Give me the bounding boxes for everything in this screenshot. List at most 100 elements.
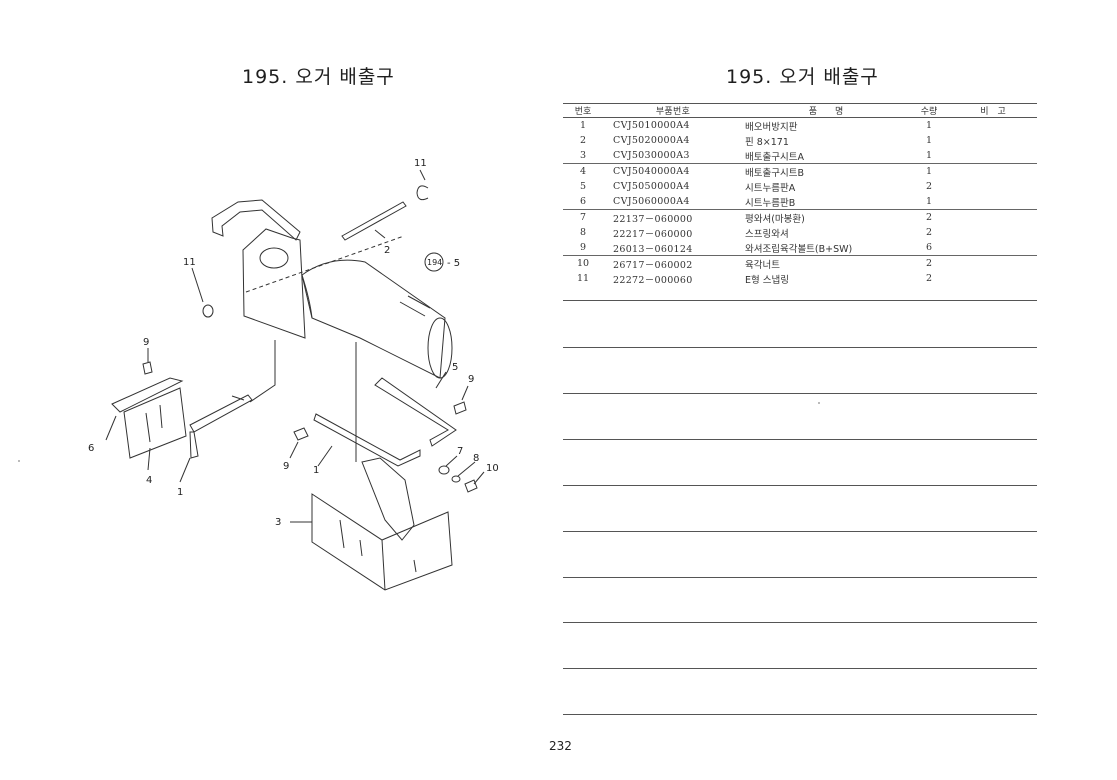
callout-label: 7: [457, 446, 463, 457]
blank-rule: [563, 622, 1037, 623]
cell-name: 육각너트: [745, 259, 780, 271]
cell-no: 3: [563, 148, 603, 164]
page-title-right: 195. 오거 배출구: [726, 66, 879, 88]
cell-no: 1: [579, 120, 587, 131]
cell-name: 핀 8×171: [745, 136, 789, 148]
cell-qty: 1: [909, 194, 949, 210]
cell-name: 배토출구시트A: [743, 148, 909, 164]
cell-no: 10: [576, 258, 590, 269]
callout-label: 10: [486, 463, 499, 474]
cell-qty: 2: [925, 181, 933, 192]
callout-label: 9: [283, 461, 289, 472]
callout-label: 3: [275, 517, 281, 528]
table-row: 8 22217－060000 스프링와셔 2: [563, 225, 1037, 240]
blank-rule: [563, 300, 1037, 301]
blank-rule: [563, 485, 1037, 486]
callout-label: 11: [183, 257, 196, 268]
cell-qty: 1: [925, 135, 933, 146]
plate-1-center: [313, 413, 421, 467]
callout-label: 9: [468, 374, 474, 385]
page-number: 232: [549, 739, 572, 753]
back-plate: [242, 228, 306, 339]
header-name: 품 명: [743, 103, 909, 118]
sheet-4: [361, 457, 415, 541]
cell-name: E형 스냅링: [745, 274, 789, 286]
blank-rule: [563, 347, 1037, 348]
cell-no: 11: [576, 273, 590, 284]
blank-rule: [563, 531, 1037, 532]
chute-body: [301, 259, 446, 379]
cell-part-no: CVJ5010000A4: [613, 120, 690, 131]
sheet-b: [123, 387, 187, 459]
callout-label: 5: [452, 362, 458, 373]
header-qty: 수량: [909, 103, 949, 118]
callout-label: 2: [384, 245, 390, 256]
cell-no: 6: [563, 194, 603, 210]
callout-label: 6: [88, 443, 94, 454]
cell-remark: [949, 164, 1037, 180]
cell-qty: 1: [909, 148, 949, 164]
callout-label: 1: [313, 465, 319, 476]
cell-qty: 2: [925, 258, 933, 269]
cell-no: 8: [579, 227, 587, 238]
blank-rule: [563, 668, 1037, 669]
cell-name: 배오버방지판: [745, 121, 798, 133]
blank-rule: [563, 577, 1037, 578]
table-row: 5 CVJ5050000A4 시트누름판A 2: [563, 179, 1037, 194]
blank-rule: [563, 439, 1037, 440]
cell-part-no: CVJ5030000A3: [603, 148, 743, 164]
cell-remark: [949, 240, 1037, 256]
scan-speck: [818, 402, 820, 404]
cell-remark: [949, 194, 1037, 210]
callout-label: - 5: [447, 258, 460, 269]
scan-speck: [18, 460, 20, 462]
callout-label: 194: [427, 258, 442, 267]
header-remark: 비 고: [949, 103, 1037, 118]
cell-no: 9: [563, 240, 603, 256]
blank-rule: [563, 393, 1037, 394]
cell-name: 와셔조립육각볼트(B+SW): [743, 240, 909, 256]
cell-remark: [949, 271, 1037, 286]
cell-qty: 2: [925, 212, 933, 223]
cell-remark: [949, 133, 1037, 148]
cell-name: 평와셔(마봉환): [745, 213, 805, 225]
cell-name: 시트누름판A: [745, 182, 796, 194]
washer: [202, 304, 214, 318]
callout-label: 9: [143, 337, 149, 348]
cell-remark: [949, 256, 1037, 272]
plate-5: [374, 377, 457, 447]
table-row: 7 22137－060000 평와셔(마봉환) 2: [563, 210, 1037, 226]
cell-remark: [949, 179, 1037, 194]
guard-handle: [211, 199, 301, 241]
table-row: 1 CVJ5010000A4 배오버방지판 1: [563, 118, 1037, 134]
plate-a-left: [189, 394, 253, 433]
cell-part-no: 22137－060000: [613, 213, 693, 225]
cell-remark: [949, 118, 1037, 134]
cell-part-no: 26013－060124: [603, 240, 743, 256]
cell-qty: 1: [925, 166, 933, 177]
cell-qty: 2: [925, 227, 933, 238]
cell-part-no: CVJ5050000A4: [613, 181, 690, 192]
exploded-parts-diagram: 11 2 11 194 - 5 9 5 9 6 4 1 9 1 7 8 10 3: [88, 158, 499, 591]
cell-name: 스프링와셔: [745, 228, 789, 240]
cell-part-no: CVJ5040000A4: [613, 166, 690, 177]
cell-part-no: 22272－000060: [613, 274, 693, 286]
cell-part-no: CVJ5060000A4: [603, 194, 743, 210]
cell-no: 7: [579, 212, 587, 223]
callout-label: 8: [473, 453, 479, 464]
e-clip: [416, 185, 429, 201]
header-no: 번호: [563, 103, 603, 118]
cell-qty: 1: [925, 120, 933, 131]
cell-remark: [949, 210, 1037, 226]
cell-part-no: 22217－060000: [613, 228, 693, 240]
pin: [341, 201, 407, 241]
cell-no: 5: [579, 181, 587, 192]
cell-remark: [949, 148, 1037, 164]
cell-no: 4: [579, 166, 587, 177]
